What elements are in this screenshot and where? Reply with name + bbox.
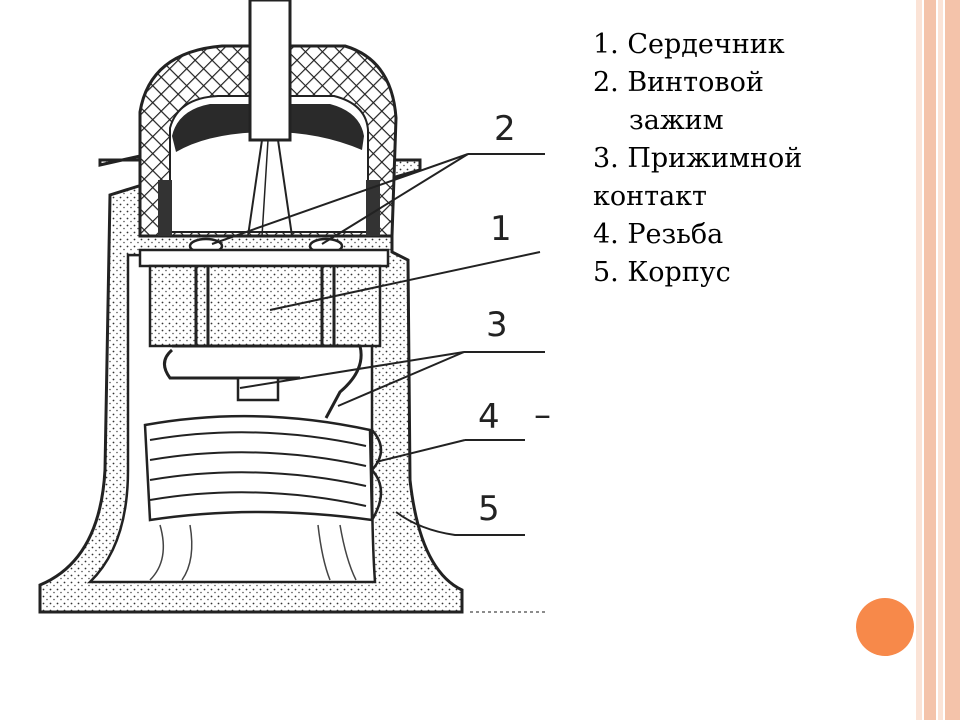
legend-item-pressure-contact: 3. Прижимной — [593, 143, 803, 174]
cable-wire — [261, 139, 269, 237]
callout-4: 4 — [478, 397, 500, 437]
callout-2: 2 — [494, 109, 516, 149]
leader-3b — [337, 351, 465, 407]
callout-4-dash: – — [534, 395, 551, 435]
legend-item-pressure-contact-cont: контакт — [593, 181, 707, 212]
callout-5: 5 — [478, 489, 500, 529]
leader-1 — [269, 251, 541, 311]
core-top-plate — [138, 248, 390, 268]
thread-edge — [370, 429, 383, 521]
border-stripe — [945, 0, 960, 720]
skirt-stroke — [339, 524, 357, 581]
legend: 1. Сердечник 2. Винтовой зажим 3. Прижим… — [593, 26, 883, 292]
leader-2b — [321, 153, 469, 245]
legend-item-housing: 5. Корпус — [593, 257, 731, 288]
callout-1: 1 — [490, 209, 512, 249]
cable-wire — [247, 139, 263, 237]
skirt-stroke — [181, 524, 193, 581]
border-stripe — [938, 0, 943, 720]
leader-3a — [239, 351, 465, 389]
thread-line — [149, 431, 367, 447]
skirt-stroke — [317, 524, 331, 581]
skirt-stroke — [149, 524, 165, 581]
leader-2a — [211, 153, 469, 245]
core — [148, 264, 382, 348]
decorative-border — [916, 0, 960, 720]
pressure-contact-spring — [163, 348, 300, 380]
legend-item-thread: 4. Резьба — [593, 219, 724, 250]
thread-line — [149, 471, 367, 487]
thread-line — [149, 451, 367, 467]
border-stripe — [916, 0, 922, 720]
cable — [248, 0, 292, 142]
leader-5 — [395, 511, 525, 536]
cap-wall-left — [158, 180, 172, 236]
cap-wall-right — [366, 180, 380, 236]
center-contact — [236, 376, 280, 402]
cable-wire — [277, 139, 293, 237]
legend-item-core: 1. Сердечник — [593, 29, 785, 60]
thread-line — [149, 491, 367, 507]
legend-item-screw-clamp: 2. Винтовой — [593, 67, 764, 98]
border-stripe — [924, 0, 936, 720]
orange-circle-icon — [856, 598, 914, 656]
legend-item-screw-clamp-cont: зажим — [629, 105, 724, 136]
callout-3: 3 — [486, 305, 508, 345]
leader-4 — [375, 439, 466, 463]
